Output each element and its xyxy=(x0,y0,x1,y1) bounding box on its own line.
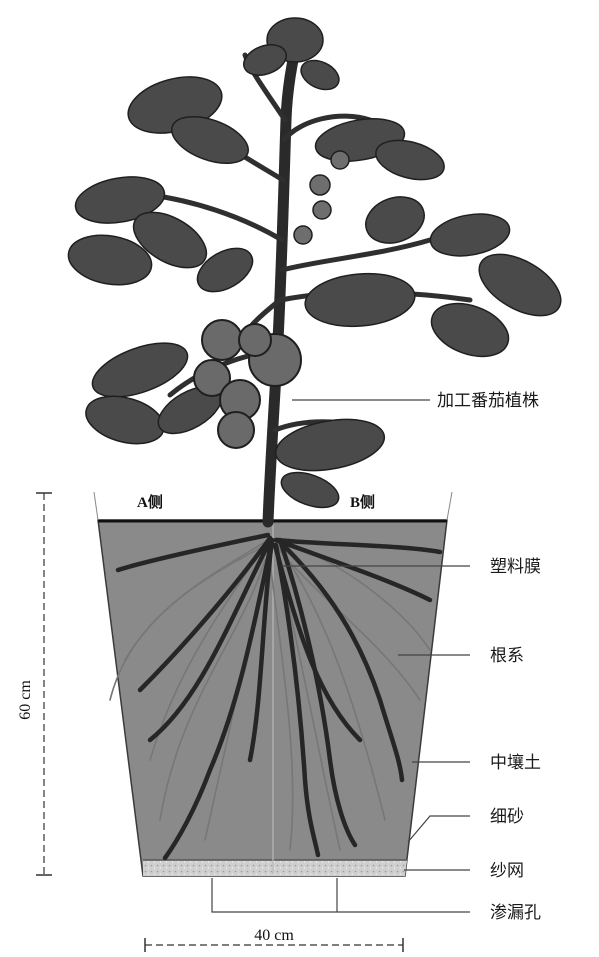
label-film: 塑料膜 xyxy=(490,557,541,577)
label-sand: 细砂 xyxy=(490,807,524,827)
height-dimension: 60 cm xyxy=(17,493,52,875)
component-labels: 加工番茄植株 塑料膜 根系 中壤土 细砂 纱网 渗漏孔 xyxy=(437,391,541,923)
side-a-label: A侧 xyxy=(137,493,163,511)
pot-rim-right xyxy=(447,492,452,520)
width-dimension: 40 cm xyxy=(145,927,403,952)
height-label: 60 cm xyxy=(17,680,34,720)
label-mesh: 纱网 xyxy=(490,861,524,881)
label-plant: 加工番茄植株 xyxy=(437,391,539,411)
sand-layer xyxy=(143,860,407,876)
label-soil: 中壤土 xyxy=(490,752,541,773)
tomato-plant xyxy=(64,18,571,522)
width-label: 40 cm xyxy=(254,927,294,944)
side-b-label: B侧 xyxy=(350,493,375,511)
label-roots: 根系 xyxy=(490,646,524,666)
label-drain: 渗漏孔 xyxy=(490,903,541,923)
pot-rim-left xyxy=(94,492,98,520)
